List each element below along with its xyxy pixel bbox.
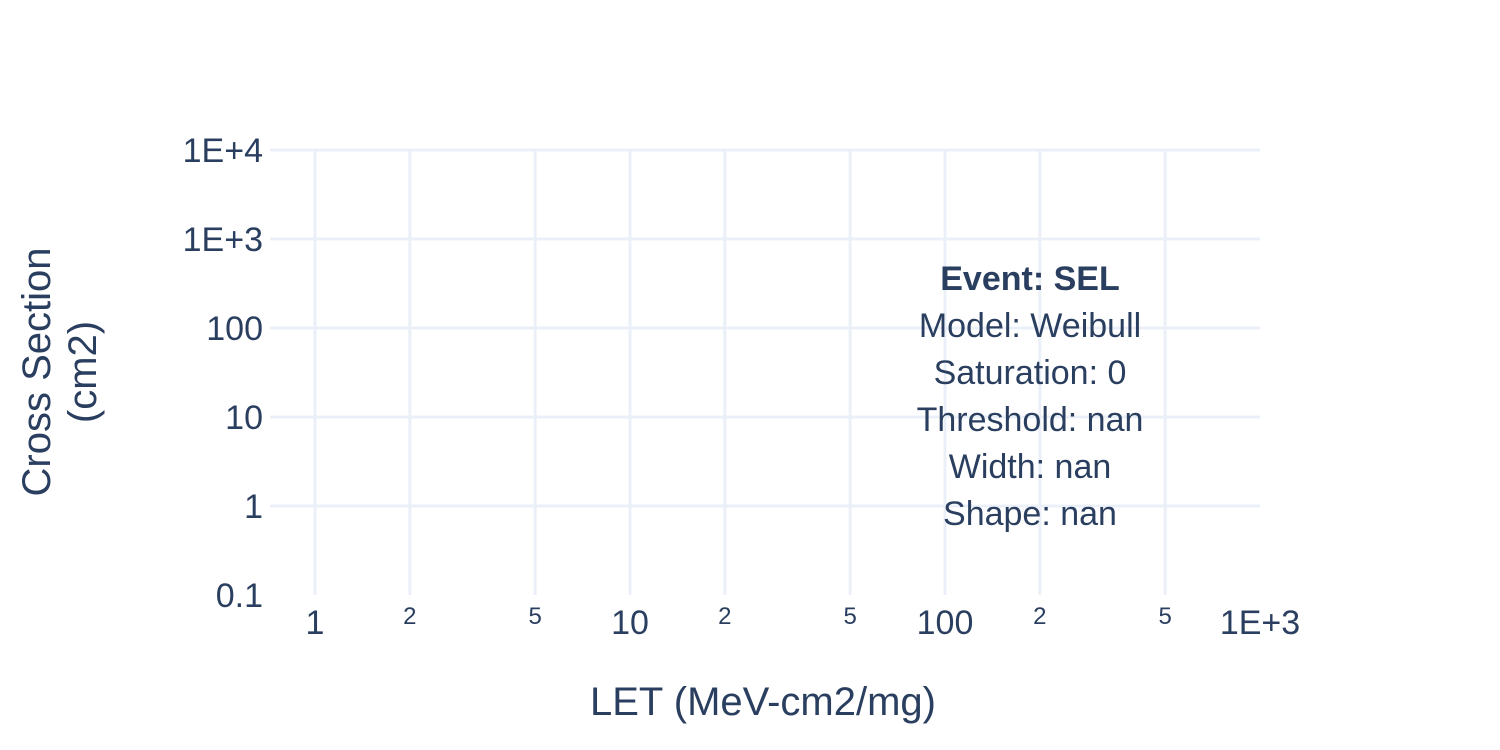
annotation-line: Saturation: 0: [934, 354, 1127, 392]
x-minor-tick-label: 5: [528, 603, 541, 630]
y-tick-labels: 0.1 1 10 100 1E+3 1E+4: [183, 132, 263, 615]
x-tick-labels: 1 10 100 1E+3 2 5 2 5 2 5: [306, 603, 1301, 642]
y-tick-label: 1: [244, 488, 263, 526]
y-tick-label: 1E+4: [183, 132, 263, 170]
annotation-line: Shape: nan: [943, 495, 1117, 533]
x-minor-tick-label: 2: [718, 603, 731, 630]
y-gridlines: [270, 148, 1260, 508]
y-tick-label: 0.1: [216, 577, 263, 615]
annotation-line: Model: Weibull: [919, 307, 1141, 345]
x-axis-label: LET (MeV-cm2/mg): [590, 680, 936, 724]
y-tick-label: 1E+3: [183, 221, 263, 259]
y-axis-label: Cross Section(cm2): [15, 248, 105, 497]
x-tick-label: 10: [611, 604, 649, 642]
x-tick-label: 1: [306, 604, 325, 642]
annotation-line: Threshold: nan: [917, 401, 1144, 439]
x-minor-tick-label: 2: [1033, 603, 1046, 630]
annotation-heading: Event: SEL: [940, 260, 1119, 298]
x-tick-label: 1E+3: [1220, 604, 1300, 642]
x-minor-tick-label: 2: [403, 603, 416, 630]
x-gridlines: [313, 150, 1167, 595]
x-minor-tick-label: 5: [843, 603, 856, 630]
x-minor-tick-label: 5: [1158, 603, 1171, 630]
y-axis-label-line: (cm2): [61, 321, 105, 423]
y-tick-label: 100: [206, 310, 263, 348]
x-tick-label: 100: [917, 604, 974, 642]
y-tick-label: 10: [225, 399, 263, 437]
annotation-line: Width: nan: [949, 448, 1112, 486]
y-axis-label-line: Cross Section: [15, 248, 59, 497]
